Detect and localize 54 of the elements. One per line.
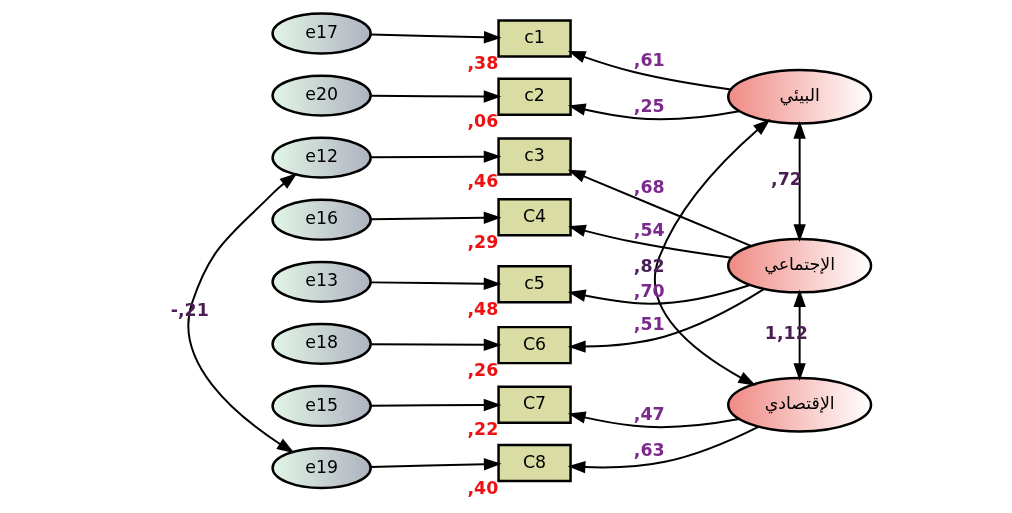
node-ellipse: البيئي — [727, 68, 873, 125]
edge-label: ,61 — [633, 50, 665, 71]
edge-label: ,63 — [633, 439, 665, 460]
node-box: c5 — [497, 265, 572, 304]
arrow — [370, 398, 502, 412]
arrow — [793, 121, 806, 242]
node-label: ,48 — [467, 298, 499, 319]
arrow — [567, 425, 760, 474]
edge-label: ,54 — [633, 220, 665, 241]
node-ellipse: e12 — [271, 136, 372, 179]
arrow — [568, 224, 733, 259]
arrow — [568, 103, 741, 121]
arrow — [187, 173, 298, 454]
node-box: c3 — [497, 137, 572, 176]
node-ellipse: e13 — [271, 260, 372, 303]
node-label: ,29 — [467, 231, 499, 252]
arrow — [369, 458, 502, 471]
arrow — [568, 284, 751, 305]
arrow — [370, 338, 502, 351]
node-ellipse: e16 — [271, 198, 372, 241]
arrow — [370, 277, 502, 290]
arrow — [369, 31, 502, 44]
node-box: c2 — [497, 77, 572, 117]
node-box: C6 — [497, 325, 572, 365]
node-label: ,22 — [467, 419, 499, 440]
arrow — [567, 169, 752, 247]
edge-label: ,47 — [633, 403, 665, 424]
node-box: c1 — [497, 19, 572, 58]
arrow — [370, 211, 502, 224]
edge-label: ,51 — [633, 314, 665, 335]
arrow — [793, 289, 806, 381]
node-label: ,26 — [467, 359, 499, 380]
arrow — [370, 90, 502, 103]
edge-label: ,25 — [633, 95, 665, 116]
node-ellipse: الإقتصادي — [727, 376, 873, 433]
node-ellipse: e18 — [271, 322, 372, 366]
node-box: C7 — [497, 385, 572, 424]
arrow — [567, 51, 733, 91]
arrow — [568, 411, 741, 429]
edge-label: ,68 — [633, 176, 665, 197]
node-label: ,40 — [467, 477, 499, 498]
node-ellipse: الإجتماعي — [727, 237, 873, 294]
node-ellipse: e19 — [271, 446, 372, 490]
node-label: ,06 — [467, 111, 499, 132]
node-ellipse: e20 — [271, 74, 372, 117]
arrow — [370, 150, 502, 163]
node-box: C4 — [497, 198, 572, 237]
node-ellipse: e17 — [271, 12, 372, 55]
node-ellipse: e15 — [271, 384, 372, 428]
arrow — [568, 288, 765, 353]
arrow — [654, 118, 771, 386]
node-box: C8 — [497, 443, 572, 483]
node-label: ,38 — [467, 53, 499, 74]
node-label: ,46 — [467, 171, 499, 192]
